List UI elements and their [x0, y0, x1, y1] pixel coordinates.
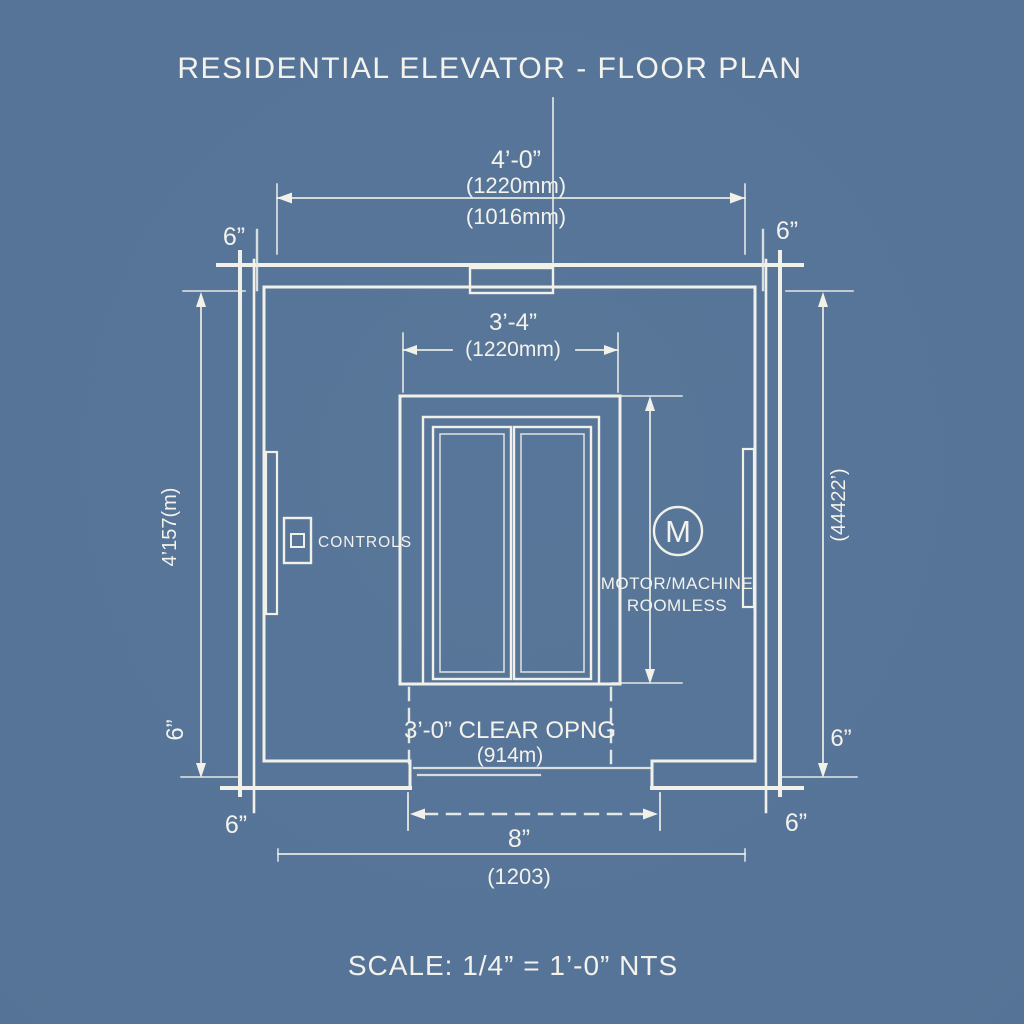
wall-thickness-right-upper: 6”: [830, 725, 851, 752]
top-dim-feet: 4’-0”: [491, 146, 541, 174]
top-dim-mm: (1220mm): [466, 173, 566, 198]
motor-label-line1: MOTOR/MACHINE: [601, 574, 754, 593]
controls-panel: CONTROLS: [282, 516, 412, 565]
arrow-up-icon: [196, 292, 206, 307]
guide-rail-right: [741, 447, 756, 609]
top-dim-alt-mm: (1016mm): [466, 204, 566, 229]
door-leaf-left: [431, 425, 513, 681]
bottom-dim-extension-lines: [407, 792, 661, 831]
hoistway-inner-face: [262, 285, 757, 763]
right-height-label: (44422’): [828, 468, 850, 541]
scale-note: SCALE: 1/4” = 1’-0” NTS: [348, 950, 678, 981]
bottom-dim-inches: 8”: [508, 825, 530, 853]
cab-dim-mm: (1220mm): [465, 338, 561, 361]
right-dim-ticks: [781, 290, 858, 778]
arrow-right-icon: [604, 345, 618, 355]
right-height-dimension: (44422’) 6”: [781, 290, 858, 778]
motor-letter: M: [665, 514, 691, 549]
controls-button-icon: [290, 533, 305, 548]
arrow-left-icon: [410, 808, 425, 820]
cab-dim-extension-lines: [402, 332, 619, 393]
door-frame: [421, 415, 601, 686]
door-leaf-right-inner: [520, 433, 585, 673]
door-leaf-right: [512, 425, 593, 681]
arrow-left-icon: [277, 192, 292, 204]
shaft-walls: [216, 228, 804, 814]
wall-thickness-bottom-left: 6”: [225, 811, 247, 839]
top-dim-extension-lines: [276, 183, 746, 255]
cab-height-ticks: [607, 395, 683, 684]
drawing-title: RESIDENTIAL ELEVATOR - FLOOR PLAN: [177, 52, 802, 85]
door-leaf-left-inner: [439, 433, 505, 673]
arrow-down-icon: [645, 669, 655, 684]
top-dimension: 4’-0” (1220mm) (1016mm): [276, 146, 746, 255]
motor-symbol: M MOTOR/MACHINE ROOMLESS: [601, 505, 754, 615]
arrow-down-icon: [818, 763, 828, 778]
cab-width-dimension: 3’-4” (1220mm): [402, 309, 619, 393]
arrow-right-icon: [730, 192, 745, 204]
arrow-left-icon: [403, 345, 417, 355]
guide-rail-left: [264, 450, 279, 616]
controls-label: CONTROLS: [318, 534, 412, 551]
wall-thickness-top-right: 6”: [776, 217, 798, 245]
arrow-right-icon: [643, 808, 658, 820]
bottom-line-end-ticks: [277, 848, 746, 862]
left-dim-ticks: [180, 290, 246, 778]
cab-height-dimension: [607, 395, 683, 684]
motor-label-line2: ROOMLESS: [627, 596, 727, 615]
left-height-label: 4’157(m): [159, 488, 181, 567]
arrow-up-icon: [818, 292, 828, 307]
clear-opening: 3’-0” CLEAR OPNG (914m): [404, 686, 616, 768]
wall-thickness-top-left: 6”: [223, 223, 245, 251]
arrow-down-icon: [196, 763, 206, 778]
motor-circle: [652, 505, 704, 557]
clear-opening-mm: (914m): [477, 744, 544, 767]
controls-box: [282, 516, 313, 565]
wall-stub-lines: [255, 228, 765, 292]
cab-dim-feet: 3’-4”: [489, 309, 537, 336]
top-wall-recess: [468, 266, 555, 295]
bottom-opening-dimension: 8” (1203): [277, 792, 746, 889]
arrow-up-icon: [645, 396, 655, 411]
wall-thickness-bottom-right: 6”: [785, 809, 807, 837]
bottom-dim-mm: (1203): [487, 864, 551, 889]
clear-opening-label: 3’-0” CLEAR OPNG: [404, 717, 616, 744]
left-height-dimension: 4’157(m) 6”: [159, 290, 246, 778]
door-opening-jambs: [408, 759, 654, 790]
cab-outline: [398, 394, 622, 686]
wall-thickness-left-rotated: 6”: [162, 719, 189, 740]
elevator-cab: [398, 394, 622, 686]
clear-opening-dashed-lines: [407, 686, 613, 768]
